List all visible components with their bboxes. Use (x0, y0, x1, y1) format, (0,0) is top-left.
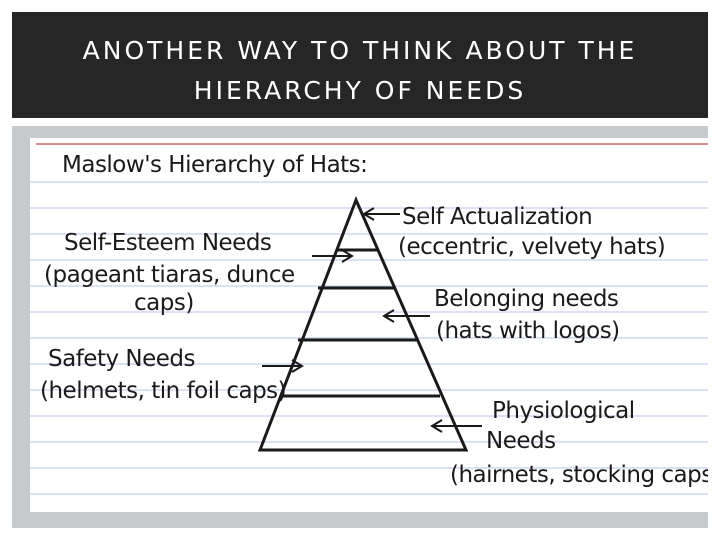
arrow-self-actualization (362, 207, 400, 221)
label-belonging-desc: (hats with logos) (436, 318, 620, 344)
label-self-esteem-title: Self-Esteem Needs (64, 230, 271, 256)
pyramid (257, 196, 469, 452)
index-card: Maslow's Hierarchy of Hats: Self Actuali… (30, 138, 708, 512)
label-self-esteem-desc-2: caps) (134, 290, 194, 316)
label-self-actualization-desc: (eccentric, velvety hats) (398, 234, 665, 260)
label-physiological-title-1: Physiological (492, 398, 635, 424)
label-physiological-desc: (hairnets, stocking caps) (450, 462, 708, 488)
arrow-safety (262, 359, 304, 373)
arrow-physiological (430, 419, 482, 433)
arrows (262, 207, 482, 433)
label-physiological-title-2: Needs (486, 428, 556, 454)
label-safety-title: Safety Needs (48, 346, 195, 372)
arrow-self-esteem (312, 249, 354, 263)
arrow-belonging (382, 309, 430, 323)
label-safety-desc: (helmets, tin foil caps) (40, 378, 286, 404)
slide-title-line-1: ANOTHER WAY TO THINK ABOUT THE (82, 36, 638, 65)
label-belonging-title: Belonging needs (434, 286, 618, 312)
slide-title-line-2: HIERARCHY OF NEEDS (193, 76, 527, 105)
ruled-lines (30, 181, 708, 495)
label-self-esteem-desc-1: (pageant tiaras, dunce (44, 262, 295, 288)
card-heading: Maslow's Hierarchy of Hats: (62, 152, 367, 178)
title-bar: ANOTHER WAY TO THINK ABOUT THE HIERARCHY… (12, 12, 708, 118)
label-self-actualization-title: Self Actualization (402, 204, 592, 230)
pyramid-outline (257, 196, 469, 452)
